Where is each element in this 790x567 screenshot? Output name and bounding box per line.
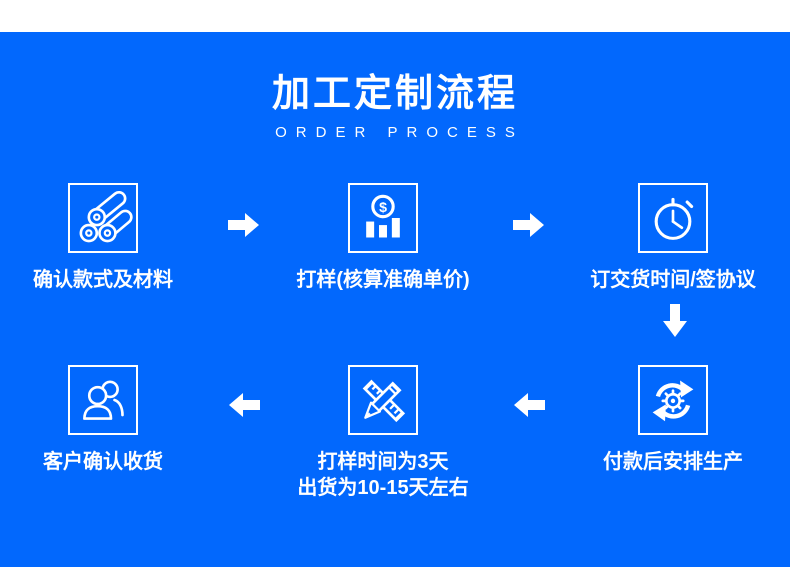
step-delivery-agreement: 订交货时间/签协议 — [543, 183, 790, 293]
page-title: 加工定制流程 — [271, 73, 518, 115]
arrow-down-icon — [662, 304, 688, 343]
step-icon-box: $ — [348, 183, 418, 253]
step-sampling-price: $ 打样(核算准确单价) — [253, 183, 513, 293]
step-icon-box — [638, 365, 708, 435]
step-label: 打样时间为3天 出货为10-15天左右 — [253, 449, 513, 501]
production-cycle-icon — [652, 380, 694, 422]
step-label-line2: 出货为10-15天左右 — [297, 477, 469, 499]
step-sample-lead-time: 打样时间为3天 出货为10-15天左右 — [253, 365, 513, 501]
step-icon-box — [68, 183, 138, 253]
customers-icon — [83, 380, 124, 420]
step-label: 客户确认收货 — [43, 451, 163, 473]
step-confirm-materials: 确认款式及材料 — [0, 183, 233, 293]
page-subtitle: ORDER PROCESS — [275, 124, 524, 141]
step-label: 付款后安排生产 — [603, 451, 743, 473]
price-bars-icon: $ — [366, 194, 400, 238]
pencil-ruler-icon — [362, 379, 406, 423]
step-icon-box — [348, 365, 418, 435]
arrow-right-icon — [228, 212, 260, 243]
step-label: 订交货时间/签协议 — [590, 269, 756, 291]
svg-text:$: $ — [379, 200, 387, 216]
material-rolls-icon — [79, 190, 133, 243]
arrow-left-icon — [513, 392, 545, 423]
stopwatch-icon — [654, 197, 694, 240]
arrow-right-icon — [513, 212, 545, 243]
arrow-left-icon — [228, 392, 260, 423]
step-label-line1: 打样时间为3天 — [317, 451, 449, 473]
step-label: 打样(核算准确单价) — [296, 269, 470, 291]
step-production-after-payment: 付款后安排生产 — [543, 365, 790, 475]
step-icon-box — [68, 365, 138, 435]
step-icon-box — [638, 183, 708, 253]
step-customer-receipt: 客户确认收货 — [0, 365, 233, 475]
step-label: 确认款式及材料 — [33, 269, 173, 291]
blue-panel: 加工定制流程 ORDER PROCESS 确认款式及材料 — [0, 32, 790, 567]
